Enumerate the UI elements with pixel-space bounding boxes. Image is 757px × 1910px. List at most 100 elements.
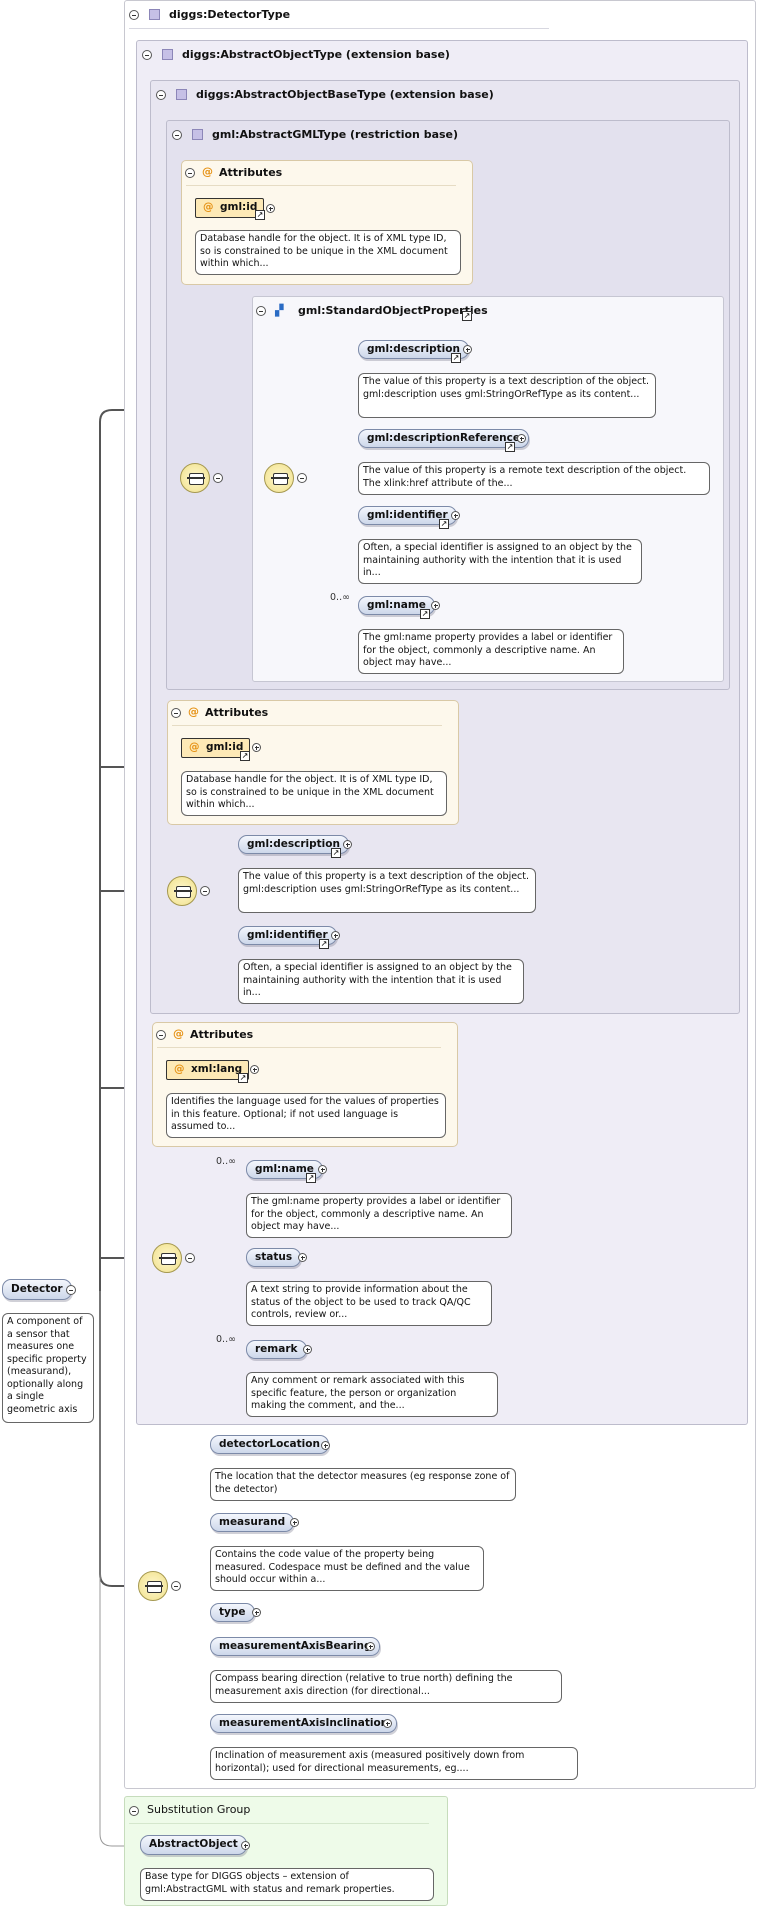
expand-icon[interactable]	[343, 840, 352, 849]
attributes-label: Attributes	[190, 1028, 254, 1041]
arrow-link-icon[interactable]: ↗	[238, 1073, 248, 1083]
element-detector-location[interactable]: detectorLocation	[210, 1435, 329, 1454]
doc-annotation: The location that the detector measures …	[210, 1468, 516, 1501]
expand-icon[interactable]	[517, 434, 526, 443]
doc-annotation: Inclination of measurement axis (measure…	[210, 1747, 578, 1780]
element-name: status	[255, 1251, 293, 1263]
divider	[172, 725, 442, 726]
arrow-link-icon[interactable]: ↗	[240, 751, 250, 761]
element-gml-name[interactable]: gml:name	[358, 596, 435, 615]
collapse-toggle[interactable]	[171, 708, 181, 718]
element-gml-description-reference[interactable]: gml:descriptionReference	[358, 429, 529, 448]
element-measurement-axis-bearing[interactable]: measurementAxisBearing	[210, 1637, 381, 1656]
collapse-toggle[interactable]	[156, 1030, 166, 1040]
element-name: measurementAxisBearing	[219, 1640, 372, 1652]
element-detector[interactable]: Detector	[2, 1279, 72, 1300]
sequence-compositor-icon[interactable]	[180, 463, 210, 493]
collapse-toggle[interactable]	[200, 886, 210, 896]
expand-icon[interactable]	[241, 1841, 250, 1850]
expand-icon[interactable]	[290, 1518, 299, 1527]
collapse-toggle[interactable]	[142, 50, 152, 60]
expand-icon[interactable]	[463, 345, 472, 354]
occurrence-label: 0..∞	[216, 1334, 236, 1345]
expand-icon[interactable]	[298, 1253, 307, 1262]
expand-icon[interactable]	[431, 601, 440, 610]
expand-icon[interactable]	[383, 1719, 392, 1728]
collapse-toggle[interactable]	[171, 1581, 181, 1591]
arrow-link-icon[interactable]: ↗	[331, 848, 341, 858]
attribute-gml-id[interactable]: @gml:id	[181, 738, 251, 758]
group-title: gml:StandardObjectProperties	[298, 304, 488, 317]
expand-icon[interactable]	[366, 1642, 375, 1651]
arrow-link-icon[interactable]: ↗	[439, 519, 449, 529]
element-measurement-axis-inclination[interactable]: measurementAxisInclination	[210, 1714, 398, 1733]
expand-icon[interactable]	[321, 1441, 330, 1450]
element-name: gml:identifier	[247, 929, 328, 941]
expand-icon[interactable]	[252, 743, 261, 752]
element-type[interactable]: type	[210, 1603, 255, 1622]
complex-type-icon	[176, 89, 187, 100]
type-title: diggs:AbstractObjectBaseType (extension …	[196, 88, 494, 101]
expand-icon[interactable]	[252, 1608, 261, 1617]
doc-annotation: Identifies the language used for the val…	[166, 1093, 446, 1138]
divider	[129, 28, 549, 29]
expand-icon[interactable]	[250, 1065, 259, 1074]
collapse-toggle[interactable]	[185, 1253, 195, 1263]
collapse-toggle[interactable]	[129, 1806, 139, 1816]
collapse-toggle[interactable]	[297, 473, 307, 483]
type-title: diggs:DetectorType	[169, 8, 291, 21]
expand-icon[interactable]	[266, 204, 275, 213]
doc-annotation: Compass bearing direction (relative to t…	[210, 1670, 562, 1703]
attribute-name: gml:id	[220, 201, 258, 213]
doc-annotation: A text string to provide information abo…	[246, 1281, 492, 1326]
element-gml-name[interactable]: gml:name	[246, 1160, 323, 1179]
arrow-link-icon[interactable]: ↗	[420, 609, 430, 619]
element-measurand[interactable]: measurand	[210, 1513, 295, 1532]
collapse-toggle[interactable]	[213, 473, 223, 483]
element-gml-identifier[interactable]: gml:identifier	[358, 506, 457, 525]
element-abstract-object[interactable]: AbstractObject	[140, 1835, 247, 1855]
arrow-link-icon[interactable]: ↗	[451, 353, 461, 363]
arrow-link-icon[interactable]: ↗	[319, 939, 329, 949]
doc-annotation: Database handle for the object. It is of…	[195, 230, 461, 275]
sequence-compositor-icon[interactable]	[138, 1571, 168, 1601]
element-name: gml:descriptionReference	[367, 432, 520, 444]
collapse-toggle[interactable]	[185, 168, 195, 178]
collapse-toggle[interactable]	[129, 10, 139, 20]
complex-type-icon	[192, 129, 203, 140]
element-status[interactable]: status	[246, 1248, 302, 1267]
attribute-xml-lang[interactable]: @xml:lang	[166, 1060, 250, 1080]
doc-annotation: The gml:name property provides a label o…	[246, 1193, 512, 1238]
expand-icon[interactable]	[318, 1165, 327, 1174]
complex-type-icon	[149, 9, 160, 20]
divider	[186, 185, 456, 186]
sequence-compositor-icon[interactable]	[167, 876, 197, 906]
element-gml-description[interactable]: gml:description	[238, 835, 349, 854]
sequence-compositor-icon[interactable]	[152, 1243, 182, 1273]
element-name: measurand	[219, 1516, 286, 1528]
attribute-gml-id[interactable]: @gml:id	[195, 198, 265, 218]
collapse-toggle[interactable]	[172, 130, 182, 140]
doc-annotation: Often, a special identifier is assigned …	[358, 539, 642, 584]
element-name: remark	[255, 1343, 298, 1355]
collapse-toggle[interactable]	[66, 1285, 76, 1295]
collapse-toggle[interactable]	[256, 306, 266, 316]
element-name: Detector	[11, 1283, 63, 1295]
collapse-toggle[interactable]	[156, 90, 166, 100]
arrow-link-icon[interactable]: ↗	[505, 442, 515, 452]
type-title: gml:AbstractGMLType (restriction base)	[212, 128, 459, 141]
sequence-compositor-icon[interactable]	[264, 463, 294, 493]
expand-icon[interactable]	[451, 511, 460, 520]
arrow-link-icon[interactable]: ↗	[462, 311, 472, 321]
attribute-name: xml:lang	[191, 1063, 243, 1075]
arrow-link-icon[interactable]: ↗	[306, 1173, 316, 1183]
element-gml-identifier[interactable]: gml:identifier	[238, 926, 337, 945]
arrow-link-icon[interactable]: ↗	[255, 210, 265, 220]
attributes-label: Attributes	[219, 166, 283, 179]
element-gml-description[interactable]: gml:description	[358, 340, 469, 359]
element-remark[interactable]: remark	[246, 1340, 307, 1359]
expand-icon[interactable]	[303, 1345, 312, 1354]
expand-icon[interactable]	[331, 931, 340, 940]
element-name: gml:description	[367, 343, 460, 355]
